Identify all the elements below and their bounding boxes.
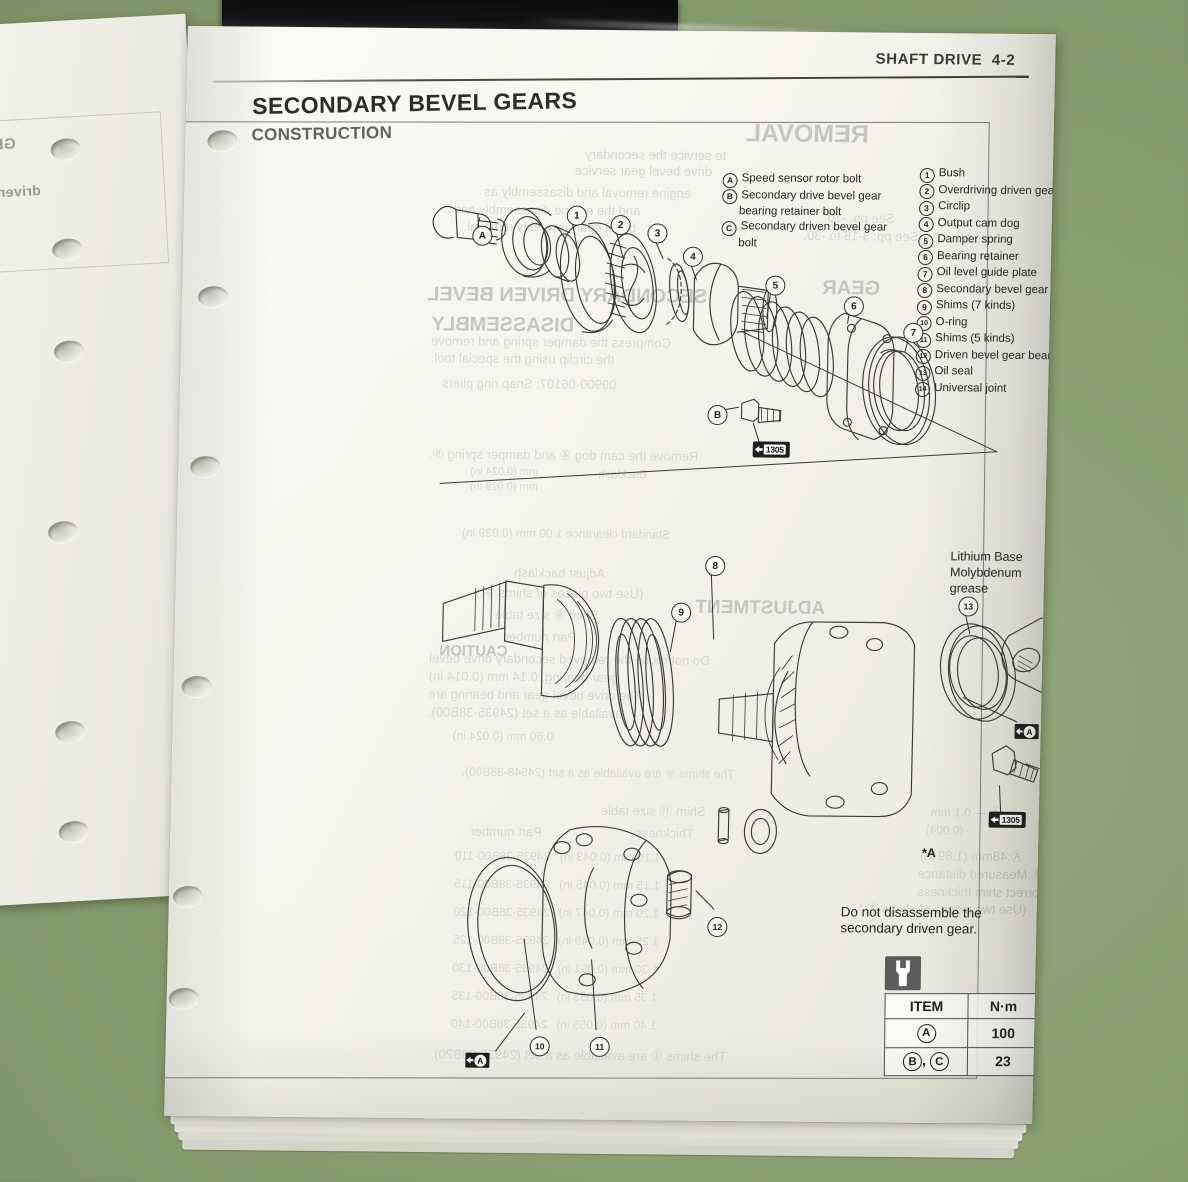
page-title: SECONDARY BEVEL GEARS [252,87,578,120]
legend-letter-label: Secondary drive bevel gear [741,188,882,203]
left-page-bleed-text: GEARS [0,135,17,156]
legend-letter-label: Secondary driven bevel gear [740,220,888,234]
legend-letter-key: A [722,172,738,188]
legend-letter-label-cont: bolt [738,236,757,250]
header-rule [212,75,1029,83]
page-shadow-right [912,33,1056,1125]
binder-hole [53,719,87,745]
sealant-marker-1305: 1305 [752,441,791,458]
binder-hole [52,338,86,364]
binder-hole [46,519,80,545]
legend-letter-key: B [722,189,738,205]
legend-letter-key: C [721,220,737,236]
sealant-code: 1305 [763,444,786,455]
legend-letter-label-cont: bearing retainer bolt [738,205,842,219]
legend-letter-label: Speed sensor rotor bolt [741,172,862,186]
page-bottom-shadow [164,1025,1035,1125]
binder-hole [57,819,90,845]
manual-page: SHAFT DRIVE 4-2 SECONDARY BEVEL GEARS CO… [164,25,1056,1125]
